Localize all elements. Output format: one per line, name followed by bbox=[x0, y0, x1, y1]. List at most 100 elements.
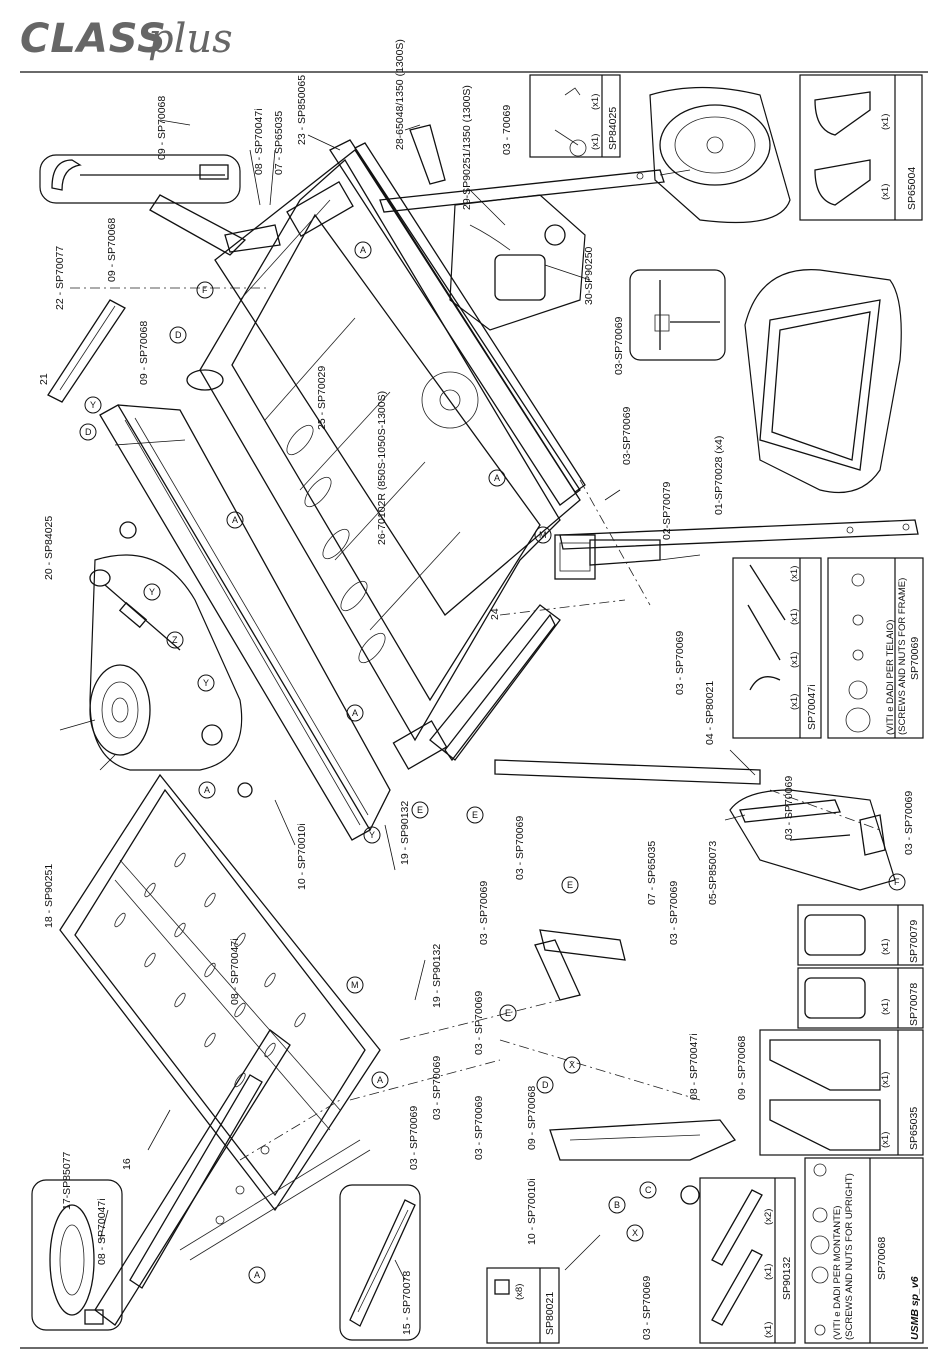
svg-text:07 - SP65035: 07 - SP65035 bbox=[273, 111, 285, 175]
label-09d: 10 - SP70010i bbox=[296, 823, 308, 890]
kit-sp65035-qty2: (x1) bbox=[880, 1132, 891, 1148]
svg-text:Y: Y bbox=[90, 400, 96, 410]
label-13: 18 - SP90251 bbox=[43, 864, 55, 928]
svg-text:18 - SP90251: 18 - SP90251 bbox=[43, 864, 55, 928]
label-12: 17-SP85077 bbox=[61, 1151, 73, 1210]
upright-assembly bbox=[94, 1029, 371, 1326]
marker-m: M bbox=[534, 526, 552, 544]
tray-panel-13 bbox=[59, 773, 381, 1212]
marker-a: A bbox=[226, 511, 244, 529]
label-08b: 08 - SP70047i bbox=[96, 1198, 108, 1265]
kit-sp70047i-code: SP70047i bbox=[806, 684, 818, 730]
svg-text:A: A bbox=[254, 1270, 260, 1280]
kit-sp70069-en: (SCREWS AND NUTS FOR FRAME) bbox=[897, 578, 908, 735]
svg-text:29-SP90251/1350 (1300S): 29-SP90251/1350 (1300S) bbox=[461, 85, 473, 210]
marker-a: A bbox=[248, 1266, 266, 1284]
assembly-centerlines bbox=[70, 287, 881, 1161]
svg-text:(VITI e DADI PER MONTANTE): (VITI e DADI PER MONTANTE) bbox=[832, 1206, 843, 1340]
kit-sp70047i-qty1: (x1) bbox=[789, 566, 800, 582]
svg-text:(x1): (x1) bbox=[880, 114, 891, 130]
svg-text:SP70078: SP70078 bbox=[908, 983, 920, 1026]
label-20: 25 - SP70029 bbox=[316, 366, 328, 430]
callout-labels: 09 - SP70068 08 - SP70047i 07 - SP65035 … bbox=[38, 39, 915, 1340]
kit-sp90132-qty3: (x2) bbox=[763, 1209, 774, 1225]
svg-text:SP80021: SP80021 bbox=[544, 1292, 556, 1335]
label-03-d: 03 - SP70069 bbox=[478, 881, 490, 945]
marker-y: Y bbox=[363, 826, 381, 844]
svg-text:F: F bbox=[202, 285, 208, 295]
label-22: 28-65048/1350 (1300S) bbox=[394, 39, 406, 150]
svg-text:(SCREWS AND NUTS FOR FRAME): (SCREWS AND NUTS FOR FRAME) bbox=[897, 578, 908, 735]
marker-e: E bbox=[499, 1004, 517, 1022]
svg-text:(x1): (x1) bbox=[763, 1264, 774, 1280]
label-10: 15 - SP70078 bbox=[401, 1271, 413, 1335]
kit-sp70068-en: (SCREWS AND NUTS FOR UPRIGHT) bbox=[844, 1173, 855, 1340]
svg-text:10 - SP70010i: 10 - SP70010i bbox=[526, 1178, 538, 1245]
label-15: 19 - SP90132 bbox=[399, 801, 411, 865]
label-09b: 09 - SP70068 bbox=[106, 218, 118, 282]
svg-text:07 - SP65035: 07 - SP65035 bbox=[646, 841, 658, 905]
marker-a: A bbox=[346, 704, 364, 722]
kit-sp84025-qty2: (x1) bbox=[590, 134, 601, 150]
label-19b: 24 bbox=[489, 608, 501, 620]
logo-script: plus bbox=[148, 16, 233, 62]
label-08c: 09 - SP70068 bbox=[736, 1036, 748, 1100]
kit-sp70079-qty: (x1) bbox=[880, 939, 891, 955]
marker-c: C bbox=[639, 1181, 657, 1199]
reference-markers: A A A A A A A B C D D D E E E E F F M M … bbox=[79, 241, 906, 1284]
marker-z: Z bbox=[166, 631, 184, 649]
marker-e: E bbox=[466, 806, 484, 824]
svg-text:(x1): (x1) bbox=[590, 94, 601, 110]
logo-main: CLASS bbox=[20, 16, 167, 62]
label-08a: 08 - SP70047i bbox=[229, 938, 241, 1005]
svg-text:03 - SP70069: 03 - SP70069 bbox=[473, 991, 485, 1055]
label-14: 19 - SP90132 bbox=[431, 944, 443, 1008]
kit-sp70047i-qty3: (x1) bbox=[789, 652, 800, 668]
kit-sp70069-code: SP70069 bbox=[909, 637, 921, 680]
kit-sp65035-qty1: (x1) bbox=[880, 1072, 891, 1088]
svg-text:03 - SP70069: 03 - SP70069 bbox=[514, 816, 526, 880]
kit-sp70078-code: SP70078 bbox=[908, 983, 920, 1026]
marker-m: M bbox=[346, 976, 364, 994]
kit-sp70047i-qty4: (x1) bbox=[789, 694, 800, 710]
svg-text:M: M bbox=[539, 530, 547, 540]
kit-sp70079-code: SP70079 bbox=[908, 920, 920, 963]
marker-x: X bbox=[563, 1056, 581, 1074]
svg-text:(x1): (x1) bbox=[880, 999, 891, 1015]
label-09e: 09 - SP70068 bbox=[526, 1086, 538, 1150]
svg-text:(x2): (x2) bbox=[763, 1209, 774, 1225]
svg-text:SP70079: SP70079 bbox=[908, 920, 920, 963]
svg-text:A: A bbox=[360, 245, 366, 255]
svg-text:08 - SP70047i: 08 - SP70047i bbox=[229, 938, 241, 1005]
svg-text:30-SP90250: 30-SP90250 bbox=[583, 246, 595, 305]
svg-text:16: 16 bbox=[121, 1158, 133, 1170]
svg-text:F: F bbox=[894, 877, 900, 887]
svg-text:SP84025: SP84025 bbox=[607, 107, 619, 150]
marker-b: B bbox=[608, 1196, 626, 1214]
svg-text:(x1): (x1) bbox=[763, 1322, 774, 1338]
label-19: 23 - SP850065 bbox=[296, 75, 308, 145]
label-03-c: 03 - SP70069 bbox=[473, 991, 485, 1055]
label-03-70069: 03 - 70069 bbox=[501, 105, 513, 155]
kit-sp80021-qty: (x8) bbox=[514, 1284, 525, 1300]
svg-text:15 - SP70078: 15 - SP70078 bbox=[401, 1271, 413, 1335]
label-03-m: 03 - SP70069 bbox=[641, 1276, 653, 1340]
svg-text:28-65048/1350 (1300S): 28-65048/1350 (1300S) bbox=[394, 39, 406, 150]
marker-d: D bbox=[169, 326, 187, 344]
label-04: 04 - SP80021 bbox=[704, 681, 716, 745]
marker-a: A bbox=[198, 781, 216, 799]
svg-text:(x1): (x1) bbox=[880, 184, 891, 200]
svg-text:(VITI e DADI PER TELAIO): (VITI e DADI PER TELAIO) bbox=[885, 620, 896, 735]
svg-text:Y: Y bbox=[203, 678, 209, 688]
svg-text:A: A bbox=[352, 708, 358, 718]
label-09f: 10 - SP70010i bbox=[526, 1178, 538, 1245]
svg-text:03 - SP70069: 03 - SP70069 bbox=[668, 881, 680, 945]
svg-text:08 - SP70047i: 08 - SP70047i bbox=[253, 108, 265, 175]
svg-text:08 - SP70047i: 08 - SP70047i bbox=[688, 1033, 700, 1100]
label-01: 01-SP70028 (x4) bbox=[713, 436, 725, 515]
kit-sp65004-qty2: (x1) bbox=[880, 184, 891, 200]
motor-assembly bbox=[409, 124, 586, 331]
svg-text:(x8): (x8) bbox=[514, 1284, 525, 1300]
label-17: 21 bbox=[38, 373, 50, 385]
svg-text:A: A bbox=[494, 473, 500, 483]
